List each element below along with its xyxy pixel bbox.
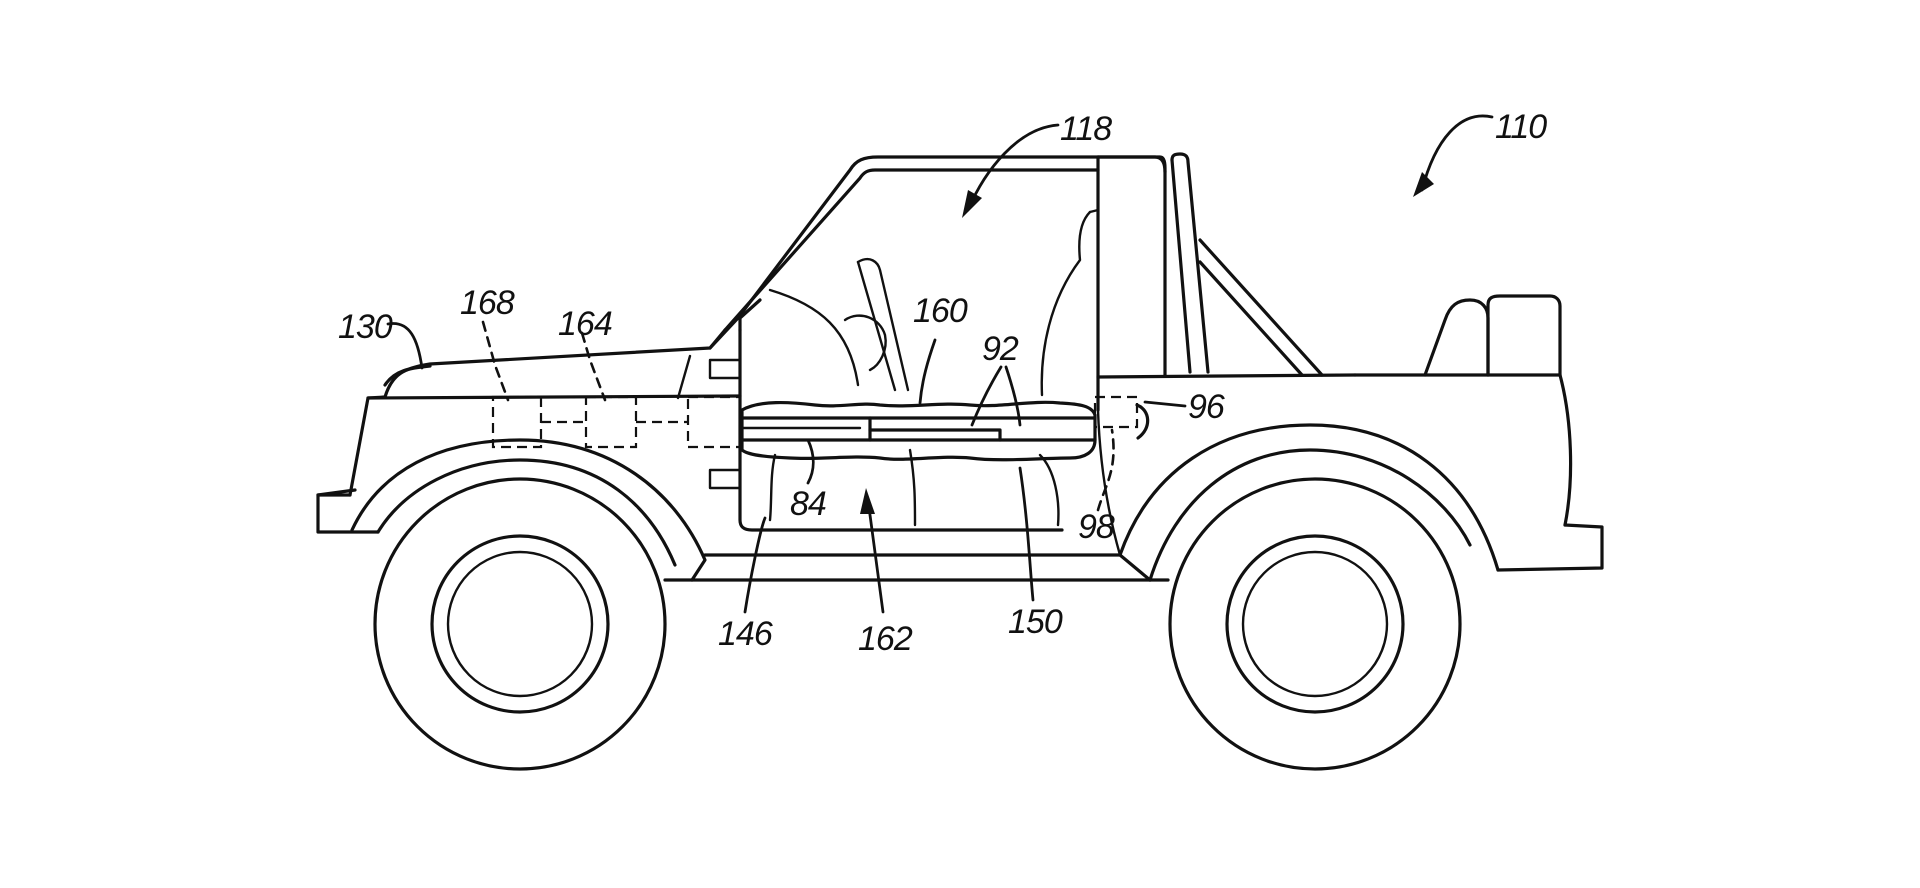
cabin-interior — [768, 208, 1100, 527]
vehicle-body — [316, 152, 1604, 582]
label-162: 162 — [858, 620, 913, 658]
label-118: 118 — [1060, 110, 1112, 148]
label-164: 164 — [558, 305, 612, 343]
label-160: 160 — [913, 292, 968, 330]
label-150: 150 — [1008, 603, 1063, 641]
label-130: 130 — [338, 308, 393, 346]
front-wheel — [373, 477, 667, 771]
label-96: 96 — [1188, 388, 1225, 426]
reference-labels: 110 118 130 168 164 160 92 96 84 98 146 … — [338, 108, 1548, 658]
label-84: 84 — [790, 485, 826, 523]
label-92: 92 — [982, 330, 1019, 368]
rear-wheel — [1168, 477, 1462, 771]
label-168: 168 — [460, 284, 515, 322]
dashed-components — [491, 395, 1150, 449]
label-110: 110 — [1495, 108, 1547, 146]
leader-lines — [386, 114, 1494, 614]
label-146: 146 — [718, 615, 773, 653]
label-98: 98 — [1078, 508, 1115, 546]
storage-module — [740, 400, 1097, 462]
